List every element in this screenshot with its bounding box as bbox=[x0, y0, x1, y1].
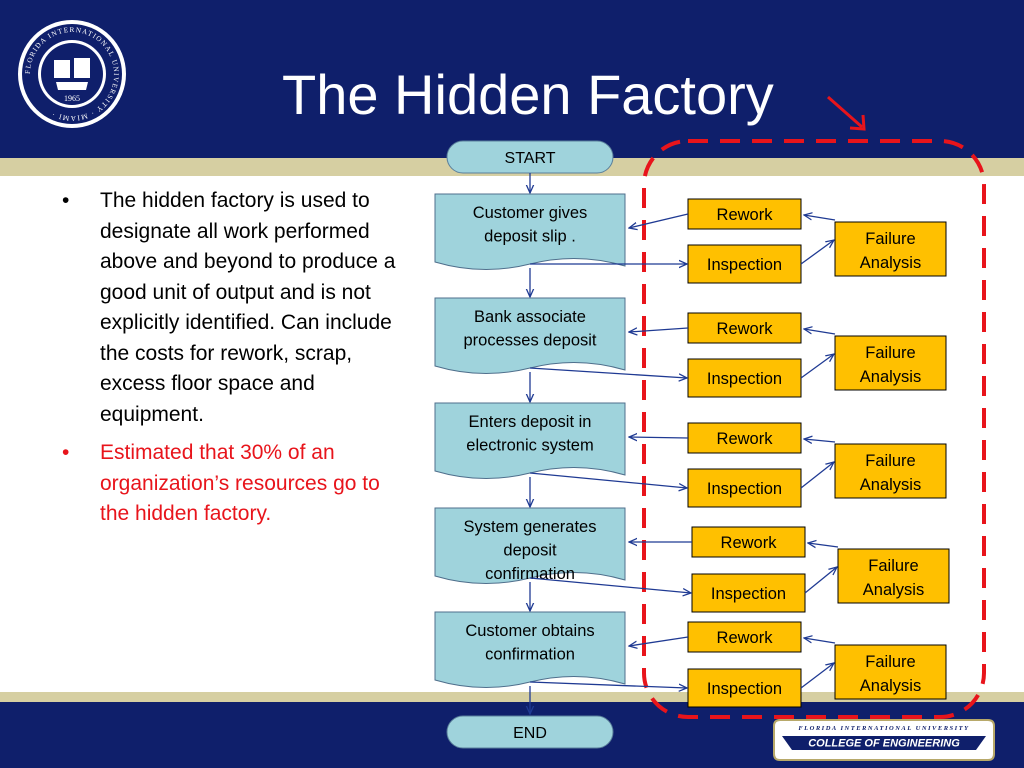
seal-year: 1965 bbox=[64, 94, 80, 103]
page-title: The Hidden Factory bbox=[282, 63, 774, 126]
failure-analysis-label-line: Analysis bbox=[860, 368, 921, 386]
failure-analysis-label-line: Failure bbox=[865, 344, 915, 362]
process-step-label: Customer gives deposit slip . bbox=[473, 204, 588, 246]
inspection-label: Inspection bbox=[707, 480, 782, 498]
end-label: END bbox=[513, 725, 547, 742]
process-step-label: Bank associate processes deposit bbox=[464, 308, 597, 350]
failure-analysis-label-line: Analysis bbox=[863, 581, 924, 599]
end-terminal bbox=[446, 715, 614, 749]
footer-gold-stripe bbox=[0, 692, 1024, 702]
connector-arrow bbox=[529, 577, 691, 593]
hidden-factory-boundary bbox=[642, 139, 986, 719]
connector-arrow bbox=[529, 367, 687, 378]
connector-arrow bbox=[804, 638, 836, 644]
process-step-label-line: Bank associate bbox=[474, 308, 586, 326]
logo-university: FLORIDA INTERNATIONAL UNIVERSITY bbox=[798, 725, 969, 732]
title-pointer-arrow bbox=[827, 95, 863, 129]
header-band bbox=[0, 0, 1024, 158]
inspection-label: Inspection bbox=[711, 585, 786, 603]
process-step-label: Customer obtains confirmation bbox=[465, 622, 594, 664]
rework-label: Rework bbox=[717, 206, 774, 224]
failure-analysis-box bbox=[834, 443, 947, 499]
title-pointer-arrowhead-icon bbox=[849, 114, 866, 131]
connector-arrow bbox=[800, 240, 834, 265]
college-logo: FLORIDA INTERNATIONAL UNIVERSITY COLLEGE… bbox=[773, 719, 995, 761]
bullet-item-highlight: Estimated that 30% of an organization’s … bbox=[60, 438, 410, 530]
process-step-label-line: Customer gives bbox=[473, 204, 588, 222]
process-step-label-line: electronic system bbox=[466, 437, 593, 455]
rework-box bbox=[687, 422, 802, 454]
inspection-label: Inspection bbox=[707, 370, 782, 388]
inspection-box bbox=[687, 358, 802, 398]
connector-arrow bbox=[804, 329, 836, 335]
failure-analysis-box bbox=[834, 221, 947, 277]
connector-arrow bbox=[800, 462, 834, 489]
process-step-label-line: Enters deposit in bbox=[469, 413, 592, 431]
failure-analysis-label-line: Analysis bbox=[860, 677, 921, 695]
connector-arrow bbox=[808, 543, 839, 547]
connector-arrow bbox=[629, 636, 689, 646]
connector-arrow bbox=[804, 215, 836, 221]
failure-analysis-label-line: Failure bbox=[868, 557, 918, 575]
rework-box bbox=[687, 621, 802, 653]
failure-analysis-label-line: Analysis bbox=[860, 476, 921, 494]
rework-label: Rework bbox=[717, 320, 774, 338]
connector-arrow bbox=[629, 437, 689, 438]
rework-box bbox=[687, 198, 802, 230]
process-step-label-line: confirmation bbox=[485, 646, 575, 664]
process-step-label-line: deposit bbox=[503, 542, 557, 560]
connector-arrow bbox=[529, 472, 687, 488]
connector-arrow bbox=[804, 567, 837, 594]
bullet-item: The hidden factory is used to designate … bbox=[60, 186, 410, 430]
process-step-label-line: processes deposit bbox=[464, 332, 597, 350]
connector-arrow bbox=[629, 328, 689, 332]
inspection-box bbox=[687, 244, 802, 284]
process-step-label-line: deposit slip . bbox=[484, 228, 576, 246]
failure-analysis-box bbox=[834, 644, 947, 700]
connector-arrow bbox=[800, 663, 834, 689]
logo-college: COLLEGE OF ENGINEERING bbox=[808, 738, 960, 750]
inspection-box bbox=[687, 468, 802, 508]
failure-analysis-label-line: Failure bbox=[865, 230, 915, 248]
failure-analysis-box bbox=[837, 548, 950, 604]
failure-analysis-label-line: Failure bbox=[865, 452, 915, 470]
process-step-label-line: System generates bbox=[464, 518, 597, 536]
process-step-label-line: Customer obtains bbox=[465, 622, 594, 640]
connector-arrow bbox=[804, 439, 836, 442]
bullet-list: The hidden factory is used to designate … bbox=[60, 186, 410, 538]
process-step-label-line: confirmation bbox=[485, 565, 575, 583]
rework-label: Rework bbox=[717, 629, 774, 647]
failure-analysis-label-line: Analysis bbox=[860, 254, 921, 272]
connector-arrow bbox=[629, 213, 689, 228]
rework-box bbox=[691, 526, 806, 558]
failure-analysis-box bbox=[834, 335, 947, 391]
start-label: START bbox=[505, 150, 556, 167]
process-step-label: Enters deposit in electronic system bbox=[466, 413, 593, 455]
connector-arrow bbox=[529, 681, 687, 688]
rework-label: Rework bbox=[721, 534, 778, 552]
failure-analysis-label-line: Failure bbox=[865, 653, 915, 671]
rework-label: Rework bbox=[717, 430, 774, 448]
process-step-label: System generates deposit confirmation bbox=[464, 518, 597, 583]
university-seal-icon: FLORIDA INTERNATIONAL UNIVERSITY · MIAMI… bbox=[18, 20, 126, 128]
inspection-label: Inspection bbox=[707, 680, 782, 698]
inspection-label: Inspection bbox=[707, 256, 782, 274]
rework-box bbox=[687, 312, 802, 344]
connector-arrow bbox=[800, 354, 834, 379]
